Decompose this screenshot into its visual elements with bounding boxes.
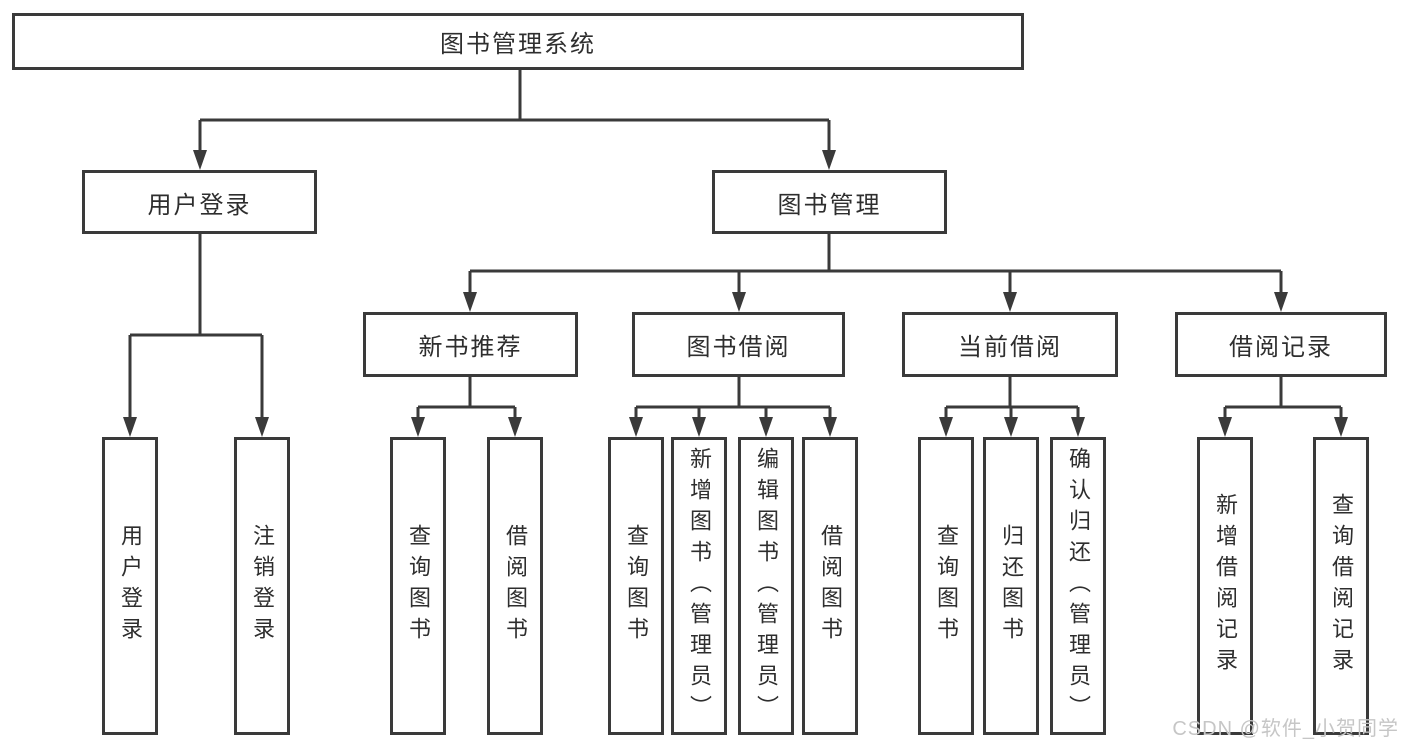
leaf-borrow-book-recommend-label: 借阅图书 — [503, 524, 528, 648]
node-book-management: 图书管理 — [712, 170, 947, 234]
node-book-management-label: 图书管理 — [777, 191, 882, 219]
node-current-borrow-label: 当前借阅 — [958, 334, 1062, 361]
node-new-book-recommend: 新书推荐 — [363, 312, 578, 377]
node-root-label: 图书管理系统 — [440, 31, 596, 58]
leaf-return-book-label: 归还图书 — [999, 524, 1024, 648]
node-borrow-record: 借阅记录 — [1175, 312, 1387, 377]
leaf-query-borrow-record: 查询借阅记录 — [1313, 437, 1369, 735]
leaf-edit-book-admin-label: 编辑图书（管理员） — [754, 446, 779, 726]
node-book-borrow-label: 图书借阅 — [686, 334, 791, 361]
leaf-query-book-recommend: 查询图书 — [390, 437, 446, 735]
node-user-login: 用户登录 — [82, 170, 317, 234]
leaf-logout-login: 注销登录 — [234, 437, 290, 735]
leaf-add-borrow-record: 新增借阅记录 — [1197, 437, 1253, 735]
node-new-book-recommend-label: 新书推荐 — [418, 334, 523, 361]
leaf-edit-book-admin: 编辑图书（管理员） — [738, 437, 794, 735]
leaf-query-book-borrow: 查询图书 — [608, 437, 664, 735]
node-root: 图书管理系统 — [12, 13, 1024, 70]
leaf-confirm-return-admin: 确认归还（管理员） — [1050, 437, 1106, 735]
leaf-add-borrow-record-label: 新增借阅记录 — [1213, 493, 1238, 679]
node-borrow-record-label: 借阅记录 — [1229, 334, 1333, 361]
leaf-confirm-return-admin-label: 确认归还（管理员） — [1066, 446, 1091, 726]
leaf-query-book-current-label: 查询图书 — [934, 524, 959, 648]
node-user-login-label: 用户登录 — [147, 191, 252, 219]
leaf-borrow-book-borrow: 借阅图书 — [802, 437, 858, 735]
leaf-borrow-book-recommend: 借阅图书 — [487, 437, 543, 735]
leaf-query-book-recommend-label: 查询图书 — [406, 524, 431, 648]
node-book-borrow: 图书借阅 — [632, 312, 845, 377]
leaf-add-book-admin-label: 新增图书（管理员） — [687, 446, 712, 726]
leaf-add-book-admin: 新增图书（管理员） — [671, 437, 727, 735]
leaf-query-book-borrow-label: 查询图书 — [624, 524, 649, 648]
leaf-user-login-label: 用户登录 — [118, 524, 143, 648]
leaf-query-borrow-record-label: 查询借阅记录 — [1329, 493, 1354, 679]
node-current-borrow: 当前借阅 — [902, 312, 1118, 377]
leaf-logout-login-label: 注销登录 — [250, 524, 275, 648]
leaf-query-book-current: 查询图书 — [918, 437, 974, 735]
edge-arrowheads — [123, 150, 1348, 437]
leaf-return-book: 归还图书 — [983, 437, 1039, 735]
csdn-watermark: CSDN @软件_小贺同学 — [1172, 718, 1399, 740]
leaf-borrow-book-borrow-label: 借阅图书 — [818, 524, 843, 648]
leaf-user-login: 用户登录 — [102, 437, 158, 735]
